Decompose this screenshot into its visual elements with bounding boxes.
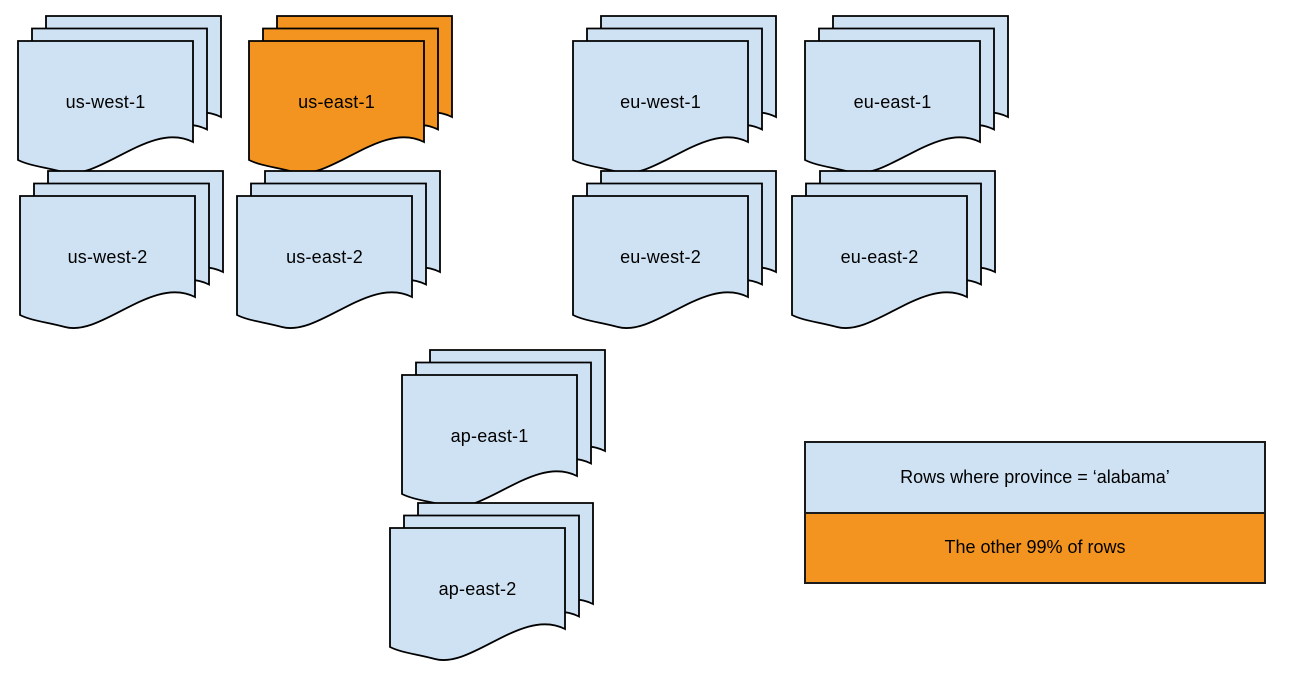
- legend-item-label: The other 99% of rows: [944, 537, 1126, 558]
- legend-item: The other 99% of rows: [806, 511, 1264, 582]
- partition-stack-us-east-2: us-east-2: [236, 170, 443, 329]
- document-stack-icon: [389, 502, 594, 661]
- document-stack-icon: [791, 170, 996, 329]
- partition-stack-eu-east-1: eu-east-1: [804, 15, 1011, 174]
- document-stack-icon: [17, 15, 222, 174]
- partition-stack-eu-east-2: eu-east-2: [791, 170, 998, 329]
- document-stack-icon: [572, 15, 777, 174]
- document-stack-icon: [804, 15, 1009, 174]
- document-stack-icon: [19, 170, 224, 329]
- partition-stack-us-east-1: us-east-1: [248, 15, 455, 174]
- document-stack-icon: [236, 170, 441, 329]
- partition-stack-eu-west-2: eu-west-2: [572, 170, 779, 329]
- document-stack-icon: [401, 349, 606, 508]
- document-stack-icon: [572, 170, 777, 329]
- partition-stack-ap-east-2: ap-east-2: [389, 502, 596, 661]
- document-stack-icon: [248, 15, 453, 174]
- legend: Rows where province = ‘alabama’ The other…: [804, 441, 1266, 584]
- partition-stack-us-west-2: us-west-2: [19, 170, 226, 329]
- legend-item: Rows where province = ‘alabama’: [806, 443, 1264, 512]
- partition-stack-ap-east-1: ap-east-1: [401, 349, 608, 508]
- legend-item-label: Rows where province = ‘alabama’: [900, 466, 1170, 487]
- partition-stack-us-west-1: us-west-1: [17, 15, 224, 174]
- partition-stack-eu-west-1: eu-west-1: [572, 15, 779, 174]
